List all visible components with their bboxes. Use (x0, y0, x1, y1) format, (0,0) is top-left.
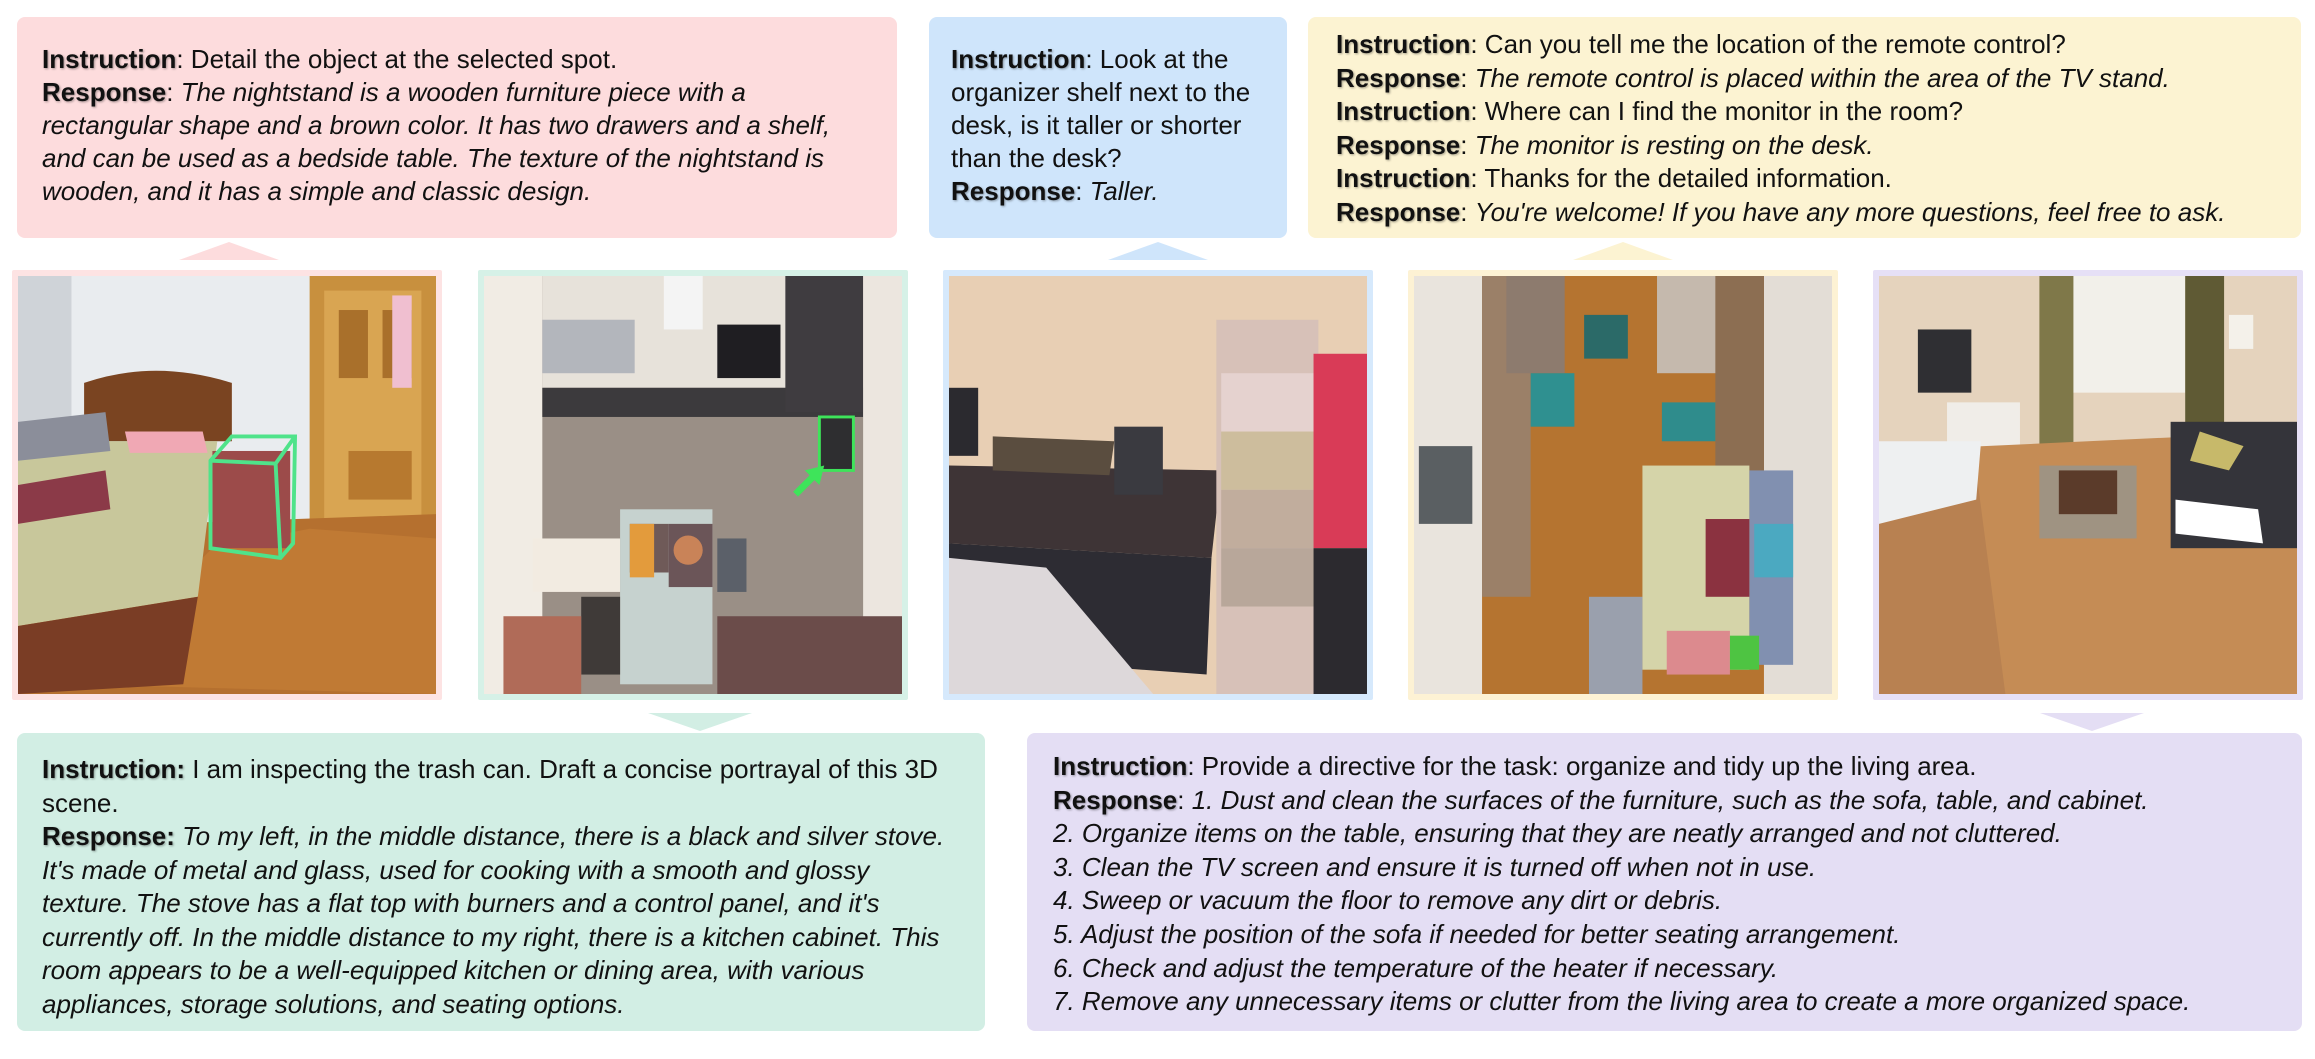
pointer-blue-icon (1108, 242, 1208, 260)
topdown-bedroom-illustration (1414, 276, 1832, 694)
response-line: Response: The nightstand is a wooden fur… (42, 77, 831, 206)
dialogue-line: Response: You're welcome! If you have an… (1336, 196, 2226, 227)
dialogue-line: Response: The monitor is resting on the … (1336, 129, 1874, 160)
dialogue-line: Instruction: Where can I find the monito… (1336, 96, 1964, 126)
instruction-text: Detail the object at the selected spot. (190, 44, 618, 74)
instruction-label: Instruction (42, 44, 177, 74)
dialogue-line: Response: The remote control is placed w… (1336, 62, 2170, 93)
plan-step: Response: 1. Dust and clean the surfaces… (1053, 784, 2149, 815)
scene-image-living-room (1873, 270, 2303, 700)
kitchen-scene-illustration (484, 276, 902, 694)
panel-scene-description: Instruction: I am inspecting the trash c… (17, 733, 985, 1031)
instruction-label: Instruction (951, 44, 1086, 74)
instruction-line: Instruction: I am inspecting the trash c… (42, 753, 963, 820)
response-line: Response: To my left, in the middle dist… (42, 820, 963, 1021)
response-line: Response: Taller. (951, 176, 1159, 206)
pointer-yellow-icon (1573, 242, 1673, 260)
scene-image-kitchen-topdown (478, 270, 908, 700)
plan-step: 6. Check and adjust the temperature of t… (1053, 952, 1779, 983)
panel-multi-turn-dialogue: Instruction: Can you tell me the locatio… (1308, 17, 2301, 238)
pointer-pink-icon (179, 242, 279, 260)
plan-step: 3. Clean the TV screen and ensure it is … (1053, 851, 1817, 882)
dialogue-line: Instruction: Can you tell me the locatio… (1336, 29, 2066, 59)
instruction-text: Look at the organizer shelf next to the … (951, 44, 1251, 173)
instruction-line: Instruction: Detail the object at the se… (42, 44, 618, 74)
plan-step: 4. Sweep or vacuum the floor to remove a… (1053, 885, 1723, 916)
instruction-label: Instruction: (42, 754, 185, 784)
pointer-green-icon (648, 713, 752, 731)
desk-scene-illustration (949, 276, 1367, 694)
response-text: To my left, in the middle distance, ther… (42, 821, 945, 1019)
instruction-text: I am inspecting the trash can. Draft a c… (42, 754, 938, 818)
living-room-illustration (1879, 276, 2297, 694)
instruction-line: Instruction: Look at the organizer shelf… (951, 44, 1251, 173)
plan-step: 7. Remove any unnecessary items or clutt… (1053, 986, 2191, 1017)
dialogue-line: Instruction: Thanks for the detailed inf… (1336, 163, 1892, 193)
response-label: Response (42, 77, 167, 107)
pointer-purple-icon (2040, 713, 2144, 731)
panel-object-description: Instruction: Detail the object at the se… (17, 17, 897, 238)
scene-image-bedroom-nightstand (12, 270, 442, 700)
scene-image-desk-organizer (943, 270, 1373, 700)
response-label: Response: (42, 821, 175, 851)
response-label: Response (951, 176, 1076, 206)
plan-step: 5. Adjust the position of the sofa if ne… (1053, 918, 1901, 949)
plan-step: 2. Organize items on the table, ensuring… (1053, 818, 2062, 849)
response-text: The nightstand is a wooden furniture pie… (42, 77, 831, 206)
panel-task-planning: Instruction: Provide a directive for the… (1027, 733, 2302, 1031)
bedroom-scene-illustration (18, 276, 436, 694)
scene-image-bedroom-topdown (1408, 270, 1838, 700)
response-text: Taller. (1089, 176, 1159, 206)
instruction-line: Instruction: Provide a directive for the… (1053, 751, 1977, 781)
panel-spatial-qa: Instruction: Look at the organizer shelf… (929, 17, 1287, 238)
